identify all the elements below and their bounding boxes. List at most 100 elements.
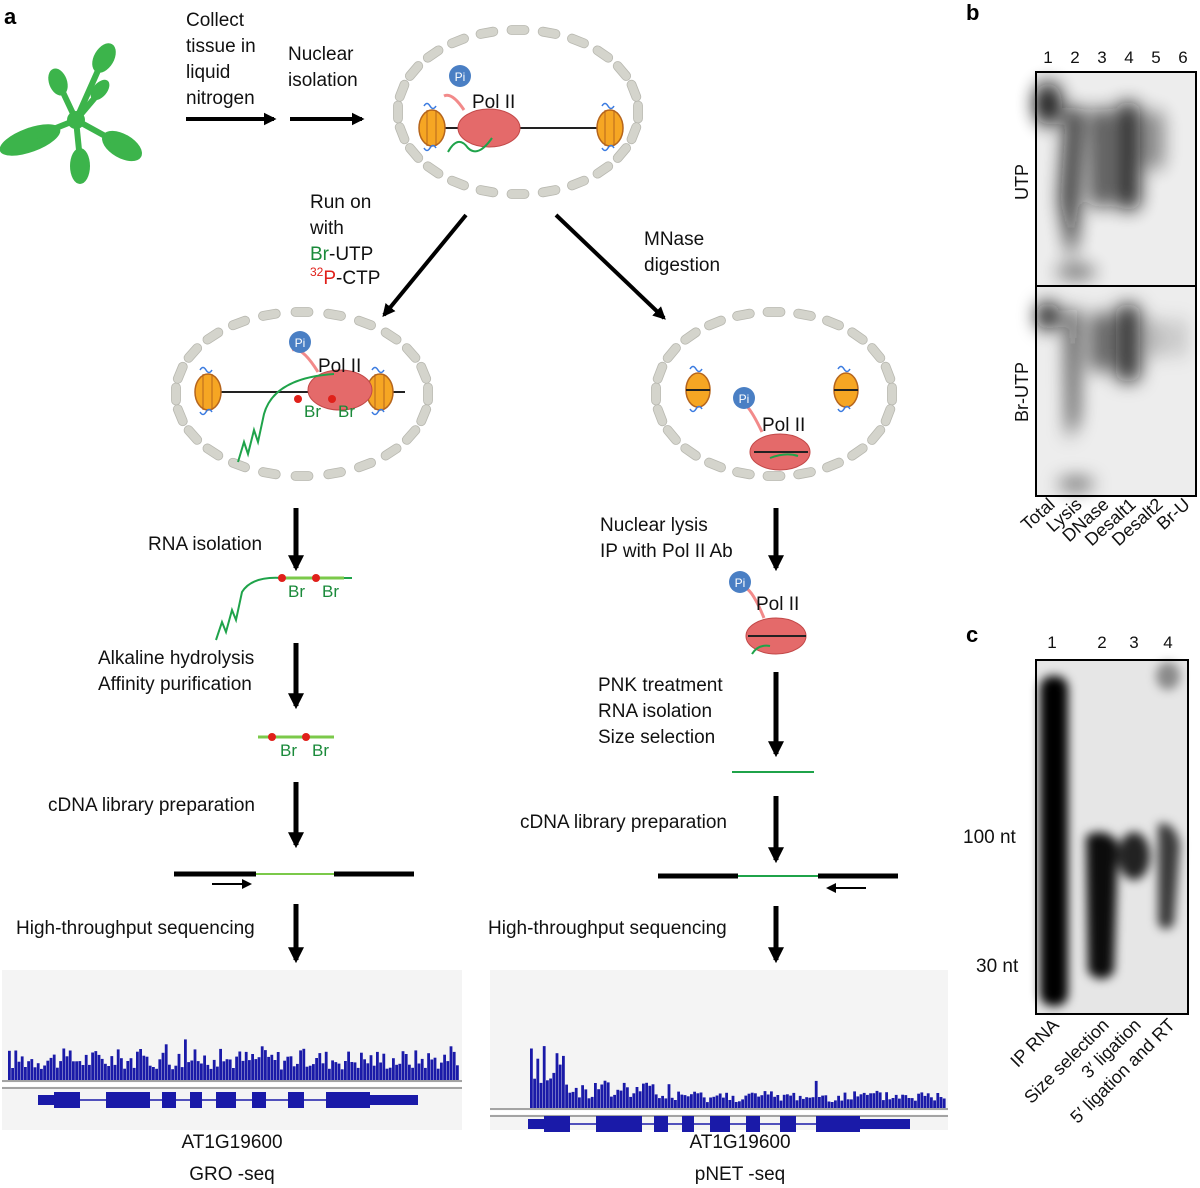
lane-number: 1	[1047, 633, 1056, 652]
coverage-bar	[91, 1052, 94, 1080]
coverage-bar	[267, 1056, 270, 1080]
coverage-bar	[219, 1048, 222, 1080]
coverage-bar	[184, 1039, 187, 1080]
coverage-bar	[635, 1087, 639, 1108]
coverage-bar	[356, 1067, 360, 1080]
envelope-segment	[290, 471, 314, 481]
coverage-bar	[597, 1089, 600, 1108]
br-label: Br	[288, 582, 305, 601]
coverage-bar	[116, 1049, 120, 1080]
envelope-segment	[732, 308, 755, 321]
coverage-bar	[917, 1093, 920, 1108]
coverage-bar	[530, 1048, 533, 1108]
coverage-bar	[667, 1084, 671, 1108]
coverage-bar	[385, 1068, 389, 1080]
coverage-bar	[779, 1100, 783, 1108]
coverage-bar	[722, 1097, 725, 1108]
envelope-segment	[506, 25, 530, 35]
coverage-bar	[270, 1054, 274, 1080]
coverage-bar	[914, 1100, 917, 1108]
coverage-bar	[408, 1064, 411, 1080]
br-label: Br	[312, 741, 329, 760]
coverage-bar	[155, 1068, 158, 1080]
coverage-bar	[379, 1062, 382, 1080]
coverage-bar	[344, 1061, 347, 1080]
coverage-bar	[853, 1091, 856, 1108]
br-prefix: Br	[310, 244, 330, 265]
right-workflow: Nuclear lysis IP with Pol II Ab Pi Pol I…	[488, 508, 898, 964]
envelope-segment	[793, 467, 816, 480]
coverage-bar	[46, 1060, 50, 1080]
coverage-bar	[110, 1056, 114, 1080]
collect-step: Collect tissue in liquid nitrogen	[186, 10, 277, 126]
coverage-bar	[286, 1056, 290, 1080]
coverage-bar	[318, 1053, 322, 1080]
lane-number: 6	[1178, 48, 1187, 67]
coverage-bar	[542, 1046, 546, 1108]
coverage-bar	[17, 1061, 21, 1080]
coverage-bar	[427, 1053, 430, 1080]
envelope-segment	[416, 404, 432, 427]
coverage-bar	[846, 1099, 850, 1108]
coverage-bar	[626, 1087, 629, 1108]
coverage-bar	[562, 1055, 565, 1108]
coverage-bar	[120, 1058, 123, 1080]
coverage-bar	[382, 1053, 386, 1080]
coverage-bar	[334, 1062, 338, 1080]
coverage-bar	[353, 1062, 357, 1080]
coverage-bar	[142, 1055, 146, 1080]
coverage-bar	[72, 1061, 75, 1080]
envelope-segment	[592, 45, 614, 63]
row-label-utp: UTP	[1012, 164, 1032, 200]
coverage-bar	[760, 1095, 764, 1108]
coverage-bar	[901, 1094, 904, 1108]
coverage-bar	[939, 1097, 943, 1108]
coverage-bar	[565, 1084, 568, 1108]
lane-number: 3	[1129, 633, 1138, 652]
nucleosome-icon	[366, 366, 394, 416]
coverage-bar	[693, 1091, 696, 1108]
coverage-bar	[331, 1060, 334, 1080]
envelope-segment	[401, 425, 421, 445]
lane-number: 1	[1043, 48, 1052, 67]
coverage-bar	[792, 1092, 796, 1108]
envelope-segment	[183, 343, 203, 363]
coverage-bar	[168, 1064, 171, 1080]
pnet-method-label: pNET -seq	[695, 1164, 785, 1185]
coverage-bar	[129, 1058, 133, 1080]
coverage-bar	[555, 1053, 559, 1108]
coverage-bar	[840, 1100, 844, 1108]
coverage-bar	[933, 1100, 936, 1108]
envelope-segment	[354, 457, 376, 473]
nucleosome-icon	[596, 102, 624, 152]
coverage-bar	[100, 1058, 104, 1080]
nucleosome-icon	[194, 366, 222, 416]
envelope-segment	[537, 26, 561, 39]
coverage-bar	[257, 1057, 261, 1080]
coverage-bar	[683, 1095, 687, 1108]
coverage-bar	[574, 1087, 578, 1108]
coverage-bar	[52, 1054, 56, 1080]
envelope-segment	[354, 315, 376, 331]
coverage-bar	[741, 1099, 744, 1108]
runon-line-4: 32P-CTP	[310, 265, 380, 289]
coverage-bar	[248, 1060, 251, 1080]
envelope-segment	[202, 443, 224, 461]
hts-right-label: High-throughput sequencing	[488, 918, 727, 939]
envelope-segment	[652, 361, 668, 384]
coverage-bar	[616, 1089, 620, 1108]
coverage-bar	[30, 1059, 34, 1080]
pol-ii-icon	[307, 369, 373, 411]
collect-line-4: nitrogen	[186, 88, 255, 109]
coverage-bar	[340, 1069, 344, 1080]
coverage-bar	[104, 1063, 107, 1080]
coverage-bar	[260, 1046, 264, 1080]
coverage-bar	[552, 1072, 556, 1108]
coverage-bar	[68, 1050, 72, 1080]
coverage-bar	[930, 1097, 933, 1108]
envelope-segment	[447, 175, 469, 191]
